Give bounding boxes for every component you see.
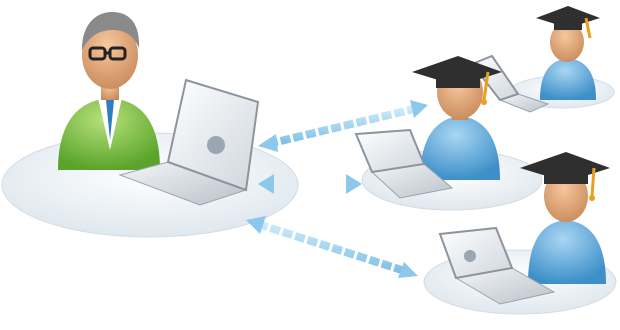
student-station-middle: [356, 56, 542, 210]
student-icon: [536, 6, 600, 100]
student-station-top-right: [472, 6, 614, 112]
arrow-to-middle-student: [258, 174, 362, 194]
arrow-to-bottom-student: [246, 216, 418, 278]
teacher-station: [2, 12, 298, 237]
student-icon: [520, 152, 610, 284]
teacher-icon: [58, 12, 160, 170]
student-icon: [412, 56, 502, 180]
